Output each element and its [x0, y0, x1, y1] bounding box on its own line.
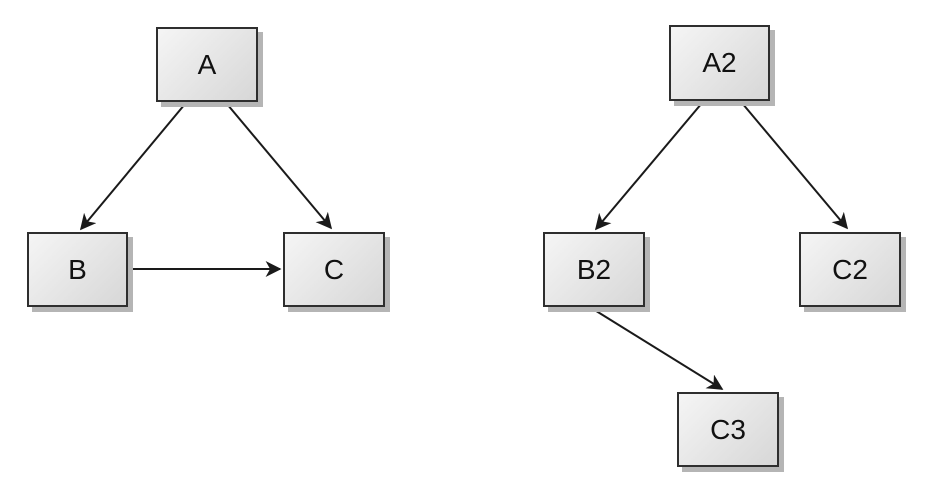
edge-B2-C3: [592, 308, 724, 390]
node-C[interactable]: C: [283, 232, 385, 307]
edge-A2-C2: [741, 102, 849, 230]
node-label: B: [68, 253, 87, 285]
edge-A-C: [226, 103, 333, 230]
node-label: A2: [702, 47, 737, 78]
node-label: A: [197, 48, 217, 80]
node-label: C2: [832, 253, 868, 285]
node-label: C3: [710, 413, 746, 445]
edge-A2-B2: [594, 102, 703, 231]
node-C3[interactable]: C3: [677, 392, 779, 467]
node-B[interactable]: B: [27, 232, 128, 307]
node-label: B2: [576, 253, 612, 285]
node-label: C: [323, 253, 345, 285]
node-A[interactable]: A: [156, 27, 258, 102]
node-B2[interactable]: B2: [543, 232, 645, 307]
node-C2[interactable]: C2: [799, 232, 901, 307]
edge-A-B: [79, 103, 186, 231]
node-A2[interactable]: A2: [669, 25, 770, 101]
edges-group: [79, 102, 849, 390]
